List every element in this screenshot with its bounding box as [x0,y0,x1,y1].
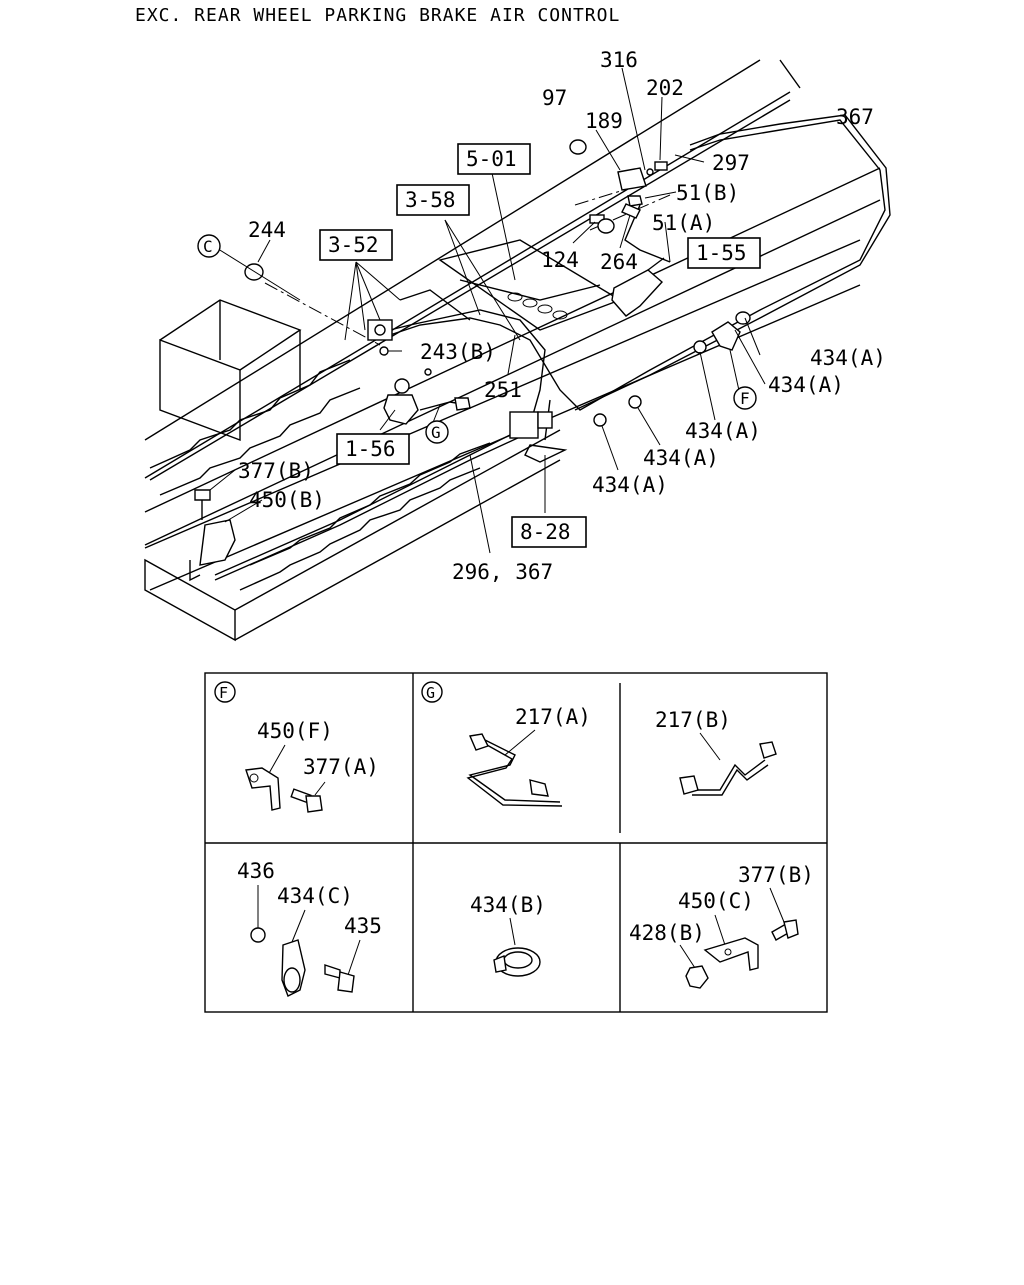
diagram-title: EXC. REAR WHEEL PARKING BRAKE AIR CONTRO… [135,5,620,26]
label-264: 264 [600,250,638,274]
label-434a-1: 434(A) [810,346,886,370]
circle-ref-g: G [425,420,449,444]
ref-box-3-58-label: 3-58 [405,188,456,212]
label-435: 435 [344,914,382,938]
detail-grid [204,672,828,1013]
ref-box-3-58: 3-58 [396,184,470,216]
ref-box-1-56: 1-56 [336,433,410,465]
label-434c: 434(C) [277,884,353,908]
ref-box-5-01-label: 5-01 [466,147,517,171]
circle-ref-f-label: F [740,389,750,408]
detail-cell-434b: 434(B) [470,893,546,977]
circle-ref-g-label: G [431,423,441,442]
label-243b: 243(B) [420,340,496,364]
label-51b: 51(B) [676,181,739,205]
label-189: 189 [585,109,623,133]
ref-box-1-56-label: 1-56 [345,437,396,461]
label-377b-detail: 377(B) [738,863,814,887]
detail-cell-450c: 377(B) 450(C) 428(B) [629,863,814,989]
label-251: 251 [484,378,522,402]
label-297: 297 [712,151,750,175]
part-labels: 316 202 97 189 367 297 51(B) 51(A) 124 2… [238,48,886,584]
label-202: 202 [646,76,684,100]
detail-cell-g: G 217(A) 217(B) [421,681,777,807]
leader-lines [209,67,766,554]
label-450b: 450(B) [249,488,325,512]
label-434a-4: 434(A) [643,446,719,470]
ref-box-8-28: 8-28 [511,516,587,548]
label-217a: 217(A) [515,705,591,729]
ref-box-1-55: 1-55 [687,237,761,269]
ref-box-1-55-label: 1-55 [696,241,747,265]
ref-box-5-01: 5-01 [457,143,531,175]
detail-cell-f-tag: F [219,684,228,702]
valve-parts [189,139,751,582]
label-367: 367 [836,105,874,129]
label-377b: 377(B) [238,459,314,483]
detail-cell-g-tag: G [426,684,435,702]
label-434a-2: 434(A) [768,373,844,397]
label-434a-5: 434(A) [592,473,668,497]
detail-cell-434c: 436 434(C) 435 [237,859,382,997]
ref-box-3-52-label: 3-52 [328,233,379,257]
label-51a: 51(A) [652,211,715,235]
label-428b: 428(B) [629,921,705,945]
chassis-frame [144,59,881,642]
label-316: 316 [600,48,638,72]
label-217b: 217(B) [655,708,731,732]
label-97: 97 [542,86,567,110]
label-244: 244 [248,218,286,242]
label-124: 124 [541,248,579,272]
label-450f: 450(F) [257,719,333,743]
detail-cell-f: F 450(F) 377(A) [214,681,379,813]
label-377a: 377(A) [303,755,379,779]
circle-ref-c-label: C [203,237,213,256]
label-450c: 450(C) [678,889,754,913]
circle-ref-f: F [733,386,757,410]
label-436: 436 [237,859,275,883]
ref-box-3-52: 3-52 [319,229,393,261]
label-434a-3: 434(A) [685,419,761,443]
ref-box-8-28-label: 8-28 [520,520,571,544]
label-296-367: 296, 367 [452,560,553,584]
circle-ref-c: C [197,234,221,258]
label-434b: 434(B) [470,893,546,917]
